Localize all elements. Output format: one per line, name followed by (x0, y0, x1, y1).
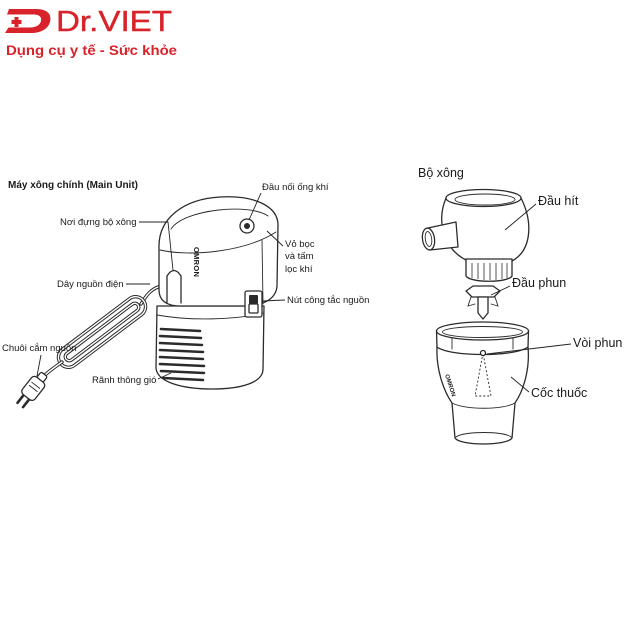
brand-tagline: Dụng cụ y tế - Sức khỏe (6, 42, 177, 58)
vent-slot (161, 376, 205, 382)
device-brand-logo: OMRON (192, 247, 201, 277)
nozzle-tip (479, 349, 487, 357)
ventilation-slots (158, 327, 206, 382)
vent-slot (158, 334, 203, 340)
inhalation-top-neck (465, 258, 513, 282)
main-unit-title: Máy xông chính (Main Unit) (8, 180, 138, 191)
label-kit-storage: Nơi đựng bộ xông (60, 217, 137, 228)
inhalation-top-rim (445, 188, 522, 208)
logo-d-shape (5, 9, 51, 33)
plug-grip-ridge (28, 384, 38, 392)
medication-cup-drawing: OMRON (435, 321, 530, 445)
inhalation-top-opening (454, 193, 516, 206)
nebulizer-kit-labels: Đầu hít Đầu phun Vòi phun Cốc thuốc (486, 194, 622, 400)
nebulizer-kit-title: Bộ xông (418, 166, 464, 180)
brand-header: Dr.VIET Dụng cụ y tế - Sức khỏe (5, 6, 177, 58)
leader-power-plug (36, 354, 42, 377)
leader-air-filter-cover (266, 230, 284, 247)
label-inhalation-top: Đầu hít (538, 194, 579, 208)
vent-slot (158, 348, 205, 354)
baffle-fin-right (490, 296, 499, 307)
plug-prong (21, 398, 30, 409)
power-switch (244, 290, 263, 318)
main-unit-base (155, 305, 265, 390)
brand-name: Dr.VIET (56, 6, 172, 38)
cup-top-rim (435, 321, 530, 341)
leader-baffle (490, 285, 511, 296)
power-plug (16, 371, 48, 409)
leader-nozzle (486, 343, 572, 355)
side-panel-edge (261, 239, 264, 305)
leader-medication-cup (510, 376, 530, 393)
cup-waist-band (451, 402, 516, 409)
medical-cross-icon (11, 17, 22, 27)
leader-power-switch (261, 299, 286, 302)
vent-slot (158, 362, 206, 368)
leader-air-tube-connector (248, 192, 262, 221)
plug-grip-ridge (31, 381, 41, 389)
label-power-switch: Nút công tắc nguồn (287, 295, 369, 306)
baffle-cap (465, 285, 501, 298)
inhalation-top-drawing (421, 188, 530, 282)
vent-slot (158, 341, 204, 347)
power-cord-to-plug-inner (43, 361, 63, 377)
cup-body (436, 346, 530, 445)
leader-ventilation-slots (157, 372, 172, 380)
kit-storage-slot (166, 269, 182, 304)
label-power-plug: Chuôi cắm nguồn (2, 343, 76, 354)
power-cord-inner (140, 286, 159, 305)
baffle-drawing (465, 285, 501, 320)
coil-inner-loop-inner (64, 302, 140, 362)
switch-rocker-lower (248, 303, 259, 314)
cup-bottom-edge (455, 432, 512, 438)
baffle-stem (477, 296, 489, 320)
vent-slot (158, 355, 205, 361)
label-nozzle: Vòi phun (573, 336, 622, 350)
label-air-filter-cover-line1: Vỏ bọc (285, 239, 315, 250)
label-medication-cup: Cốc thuốc (531, 386, 587, 400)
label-air-filter-cover-line3: lọc khí (285, 264, 313, 275)
label-baffle: Đầu phun (512, 276, 566, 290)
power-cord-assembly (16, 285, 160, 409)
leader-kit-storage (139, 221, 174, 271)
vent-slot (159, 369, 206, 375)
label-power-cord: Dây nguồn điện (57, 279, 124, 290)
vent-slot (159, 327, 202, 333)
cup-top-opening (442, 326, 523, 338)
connector-port (244, 223, 250, 229)
main-unit-drawing: OMRON (155, 196, 279, 390)
switch-rocker (249, 295, 258, 304)
brand-logo-mark (5, 9, 51, 33)
baffle-fin-left (467, 296, 476, 307)
label-air-filter-cover-line2: và tấm (285, 251, 314, 262)
label-ventilation-slots: Rãnh thông gió (92, 375, 156, 386)
nozzle-cone (474, 352, 492, 397)
air-tube-connector (239, 218, 255, 234)
leader-inhalation-top (504, 203, 537, 231)
power-cord-coil (56, 295, 148, 369)
inhalation-tube-opening (424, 231, 433, 247)
top-lid-rim (170, 208, 269, 230)
main-unit-labels: Đầu nối ống khí Nơi đựng bộ xông Vỏ bọc … (2, 182, 369, 386)
plug-prong (16, 394, 25, 405)
label-air-tube-connector: Đầu nối ống khí (262, 182, 329, 193)
